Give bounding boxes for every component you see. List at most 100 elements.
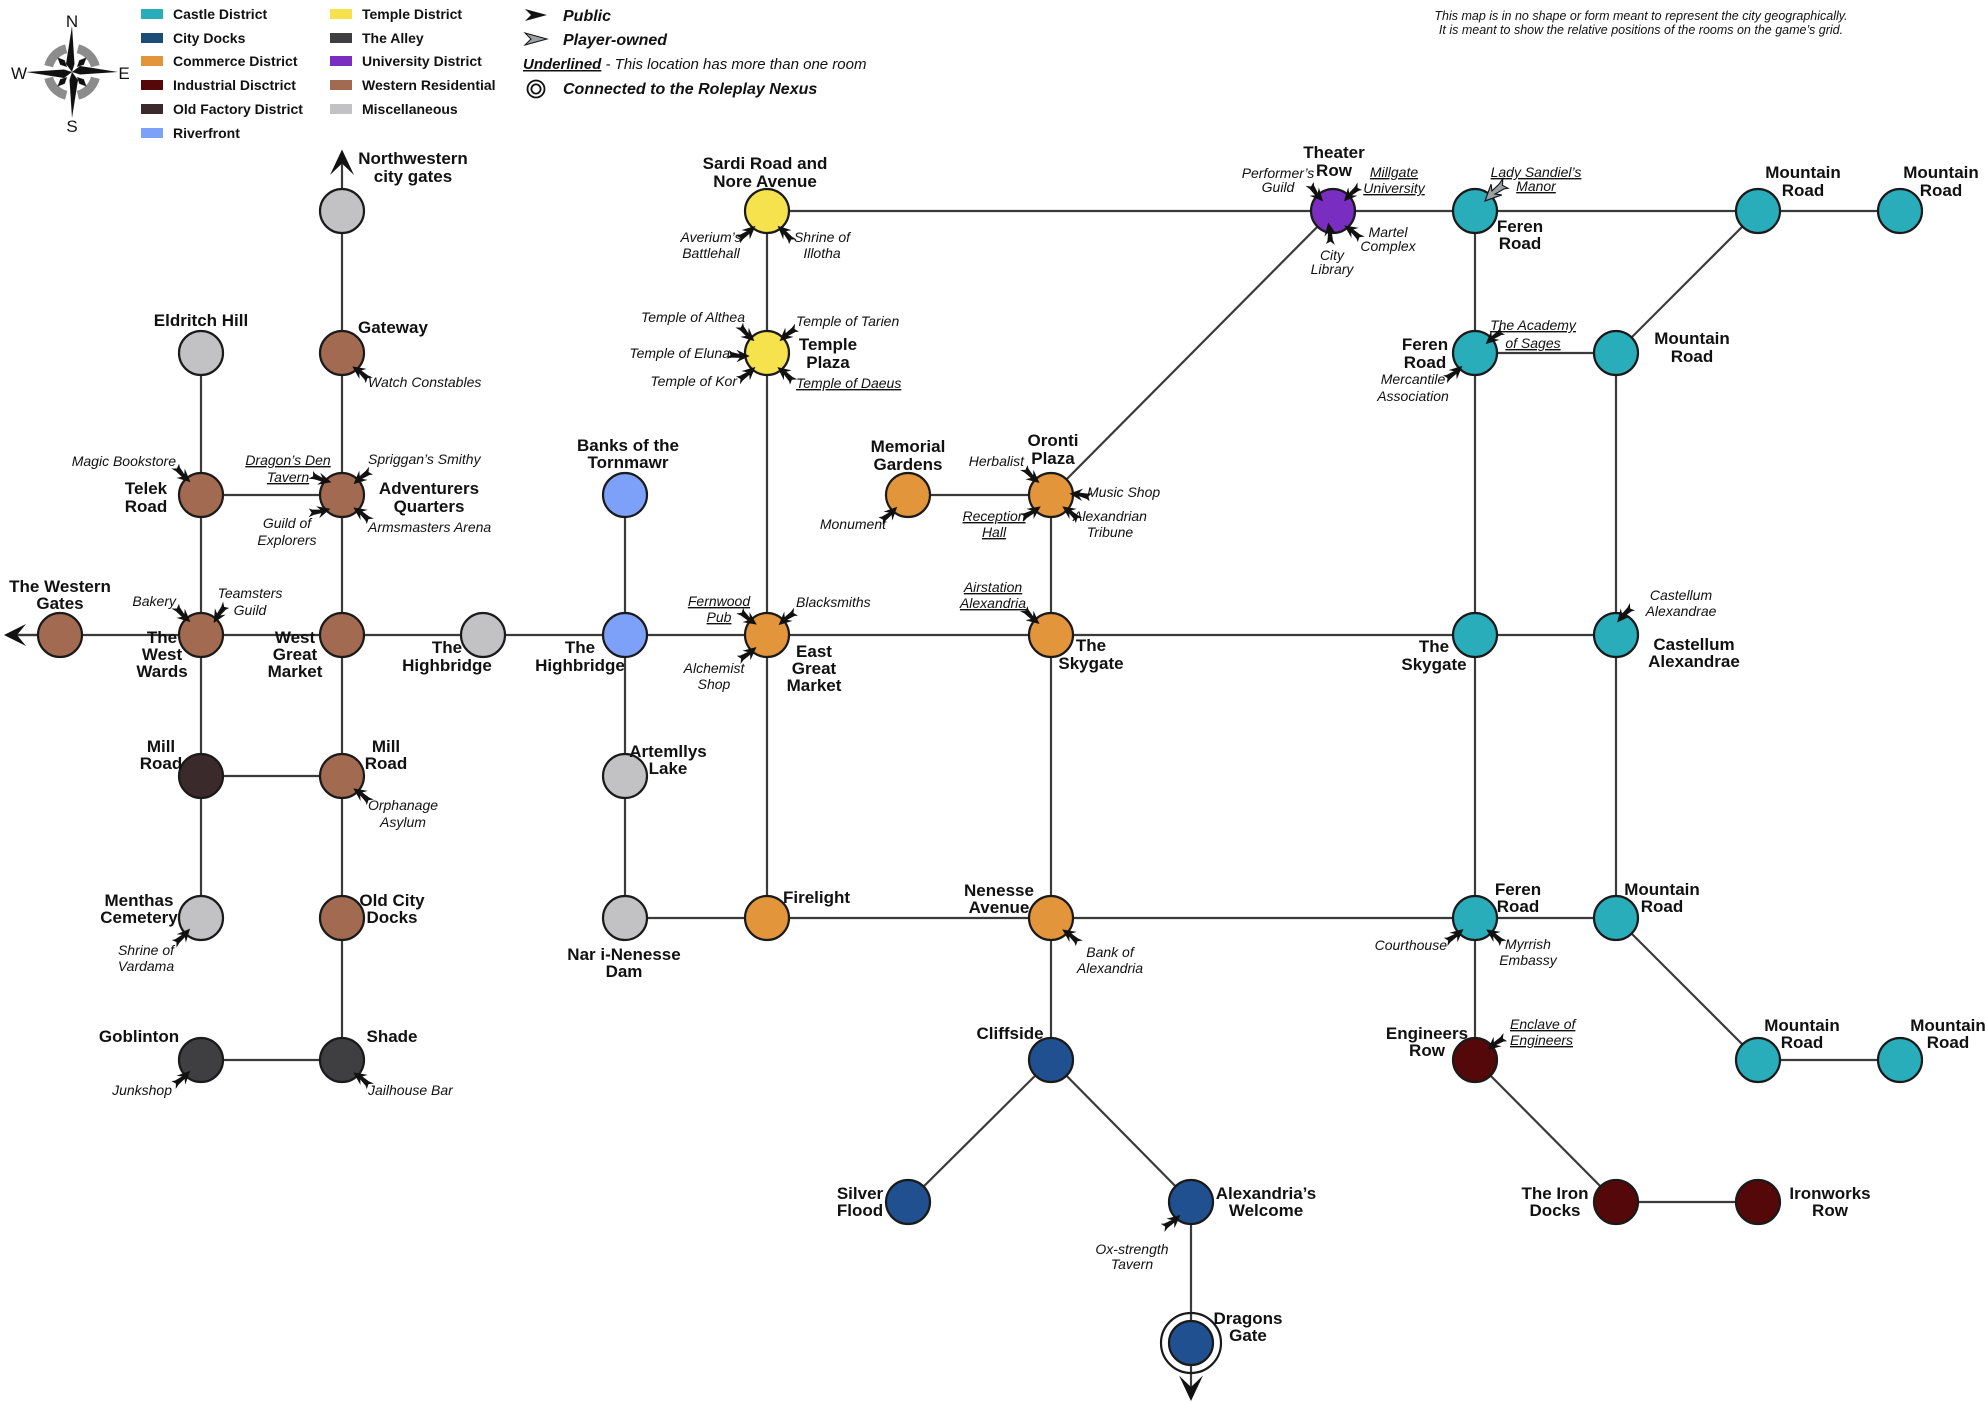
- svg-text:The Iron: The Iron: [1521, 1184, 1588, 1203]
- svg-text:Road: Road: [1499, 234, 1542, 253]
- svg-text:E: E: [118, 64, 129, 83]
- svg-text:Sardi Road and: Sardi Road and: [703, 154, 828, 173]
- svg-text:Ox-strength: Ox-strength: [1095, 1241, 1168, 1257]
- svg-text:Highbridge: Highbridge: [402, 656, 492, 675]
- svg-text:Road: Road: [365, 754, 408, 773]
- svg-text:Menthas: Menthas: [105, 891, 174, 910]
- svg-text:Mountain: Mountain: [1910, 1016, 1985, 1035]
- svg-text:Temple of Daeus: Temple of Daeus: [796, 375, 901, 391]
- svg-text:Gates: Gates: [36, 594, 83, 613]
- svg-text:Road: Road: [1641, 897, 1684, 916]
- svg-text:Old City: Old City: [359, 891, 425, 910]
- svg-text:Shade: Shade: [366, 1027, 417, 1046]
- svg-text:Asylum: Asylum: [379, 814, 426, 830]
- svg-text:of Sages: of Sages: [1505, 335, 1560, 351]
- svg-text:Engineers: Engineers: [1386, 1024, 1468, 1043]
- svg-text:Blacksmiths: Blacksmiths: [796, 594, 871, 610]
- svg-text:The Western: The Western: [9, 577, 111, 596]
- svg-text:Gateway: Gateway: [358, 318, 428, 337]
- svg-text:Road: Road: [1404, 353, 1447, 372]
- svg-text:Wards: Wards: [136, 662, 187, 681]
- svg-text:Gardens: Gardens: [874, 455, 943, 474]
- svg-text:University District: University District: [362, 53, 482, 69]
- svg-text:Nore Avenue: Nore Avenue: [713, 172, 817, 191]
- svg-text:Martel: Martel: [1369, 224, 1409, 240]
- svg-text:Underlined - This location has: Underlined - This location has more than…: [523, 56, 866, 73]
- svg-text:Mountain: Mountain: [1764, 1016, 1840, 1035]
- svg-text:Silver: Silver: [837, 1184, 884, 1203]
- svg-text:Monument: Monument: [820, 516, 887, 532]
- svg-text:Temple of Kor: Temple of Kor: [650, 373, 738, 389]
- svg-text:Music Shop: Music Shop: [1087, 484, 1160, 500]
- svg-text:Alexandria’s: Alexandria’s: [1216, 1184, 1316, 1203]
- svg-text:Spriggan’s Smithy: Spriggan’s Smithy: [368, 451, 482, 467]
- svg-text:Commerce District: Commerce District: [173, 53, 298, 69]
- svg-text:Highbridge: Highbridge: [535, 656, 625, 675]
- svg-text:Northwestern: Northwestern: [358, 149, 468, 168]
- svg-text:Feren: Feren: [1497, 217, 1543, 236]
- svg-text:Averium’s: Averium’s: [680, 229, 742, 245]
- svg-text:Market: Market: [787, 676, 842, 695]
- svg-text:Dragon’s Den: Dragon’s Den: [245, 452, 331, 468]
- svg-text:Tavern: Tavern: [267, 469, 310, 485]
- svg-text:Telek: Telek: [125, 479, 168, 498]
- svg-text:Great: Great: [273, 645, 318, 664]
- svg-text:The: The: [1419, 637, 1449, 656]
- svg-text:Road: Road: [1781, 1033, 1824, 1052]
- svg-text:Dragons: Dragons: [1214, 1309, 1283, 1328]
- svg-text:This map is in no shape or for: This map is in no shape or form meant to…: [1434, 9, 1847, 23]
- svg-text:Temple District: Temple District: [362, 6, 462, 22]
- svg-text:Eldritch Hill: Eldritch Hill: [154, 311, 248, 330]
- svg-text:The Alley: The Alley: [362, 30, 424, 46]
- svg-text:Teamsters: Teamsters: [218, 585, 283, 601]
- svg-text:Road: Road: [1920, 181, 1963, 200]
- svg-text:Engineers: Engineers: [1510, 1032, 1573, 1048]
- svg-text:Castellum: Castellum: [1653, 635, 1734, 654]
- svg-text:Millgate: Millgate: [1370, 164, 1418, 180]
- svg-text:Complex: Complex: [1360, 238, 1416, 254]
- svg-text:Theater: Theater: [1303, 143, 1365, 162]
- svg-text:Flood: Flood: [837, 1201, 883, 1220]
- svg-text:Lady Sandiel’s: Lady Sandiel’s: [1491, 164, 1582, 180]
- svg-text:Shrine of: Shrine of: [794, 229, 852, 245]
- svg-text:Jailhouse Bar: Jailhouse Bar: [367, 1082, 454, 1098]
- svg-text:Road: Road: [1927, 1033, 1970, 1052]
- svg-text:Cliffside: Cliffside: [976, 1024, 1043, 1043]
- svg-text:Airstation: Airstation: [963, 579, 1023, 595]
- svg-text:Alexandria: Alexandria: [959, 595, 1026, 611]
- svg-text:Banks of the: Banks of the: [577, 436, 679, 455]
- svg-text:Plaza: Plaza: [1031, 449, 1075, 468]
- svg-text:The: The: [1076, 636, 1106, 655]
- svg-text:Armsmasters Arena: Armsmasters Arena: [367, 519, 491, 535]
- svg-text:West: West: [142, 645, 183, 664]
- svg-text:City: City: [1320, 247, 1345, 263]
- svg-text:Temple of Althea: Temple of Althea: [641, 309, 745, 325]
- svg-text:Riverfront: Riverfront: [173, 125, 240, 141]
- svg-text:Skygate: Skygate: [1058, 654, 1123, 673]
- svg-text:Junkshop: Junkshop: [111, 1082, 172, 1098]
- svg-text:Temple: Temple: [799, 335, 857, 354]
- svg-text:Tornmawr: Tornmawr: [588, 453, 669, 472]
- svg-text:Guild: Guild: [234, 602, 268, 618]
- svg-text:Hall: Hall: [982, 524, 1007, 540]
- svg-text:Great: Great: [792, 659, 837, 678]
- svg-text:Road: Road: [1782, 181, 1825, 200]
- svg-text:Memorial: Memorial: [871, 437, 946, 456]
- svg-text:The: The: [565, 638, 595, 657]
- svg-text:Lake: Lake: [649, 759, 688, 778]
- svg-text:Row: Row: [1316, 161, 1353, 180]
- svg-text:City Docks: City Docks: [173, 30, 246, 46]
- svg-text:Alchemist: Alchemist: [683, 660, 746, 676]
- svg-text:city gates: city gates: [374, 167, 452, 186]
- svg-text:East: East: [796, 642, 832, 661]
- svg-text:Alexandrae: Alexandrae: [1645, 603, 1717, 619]
- svg-text:Road: Road: [140, 754, 183, 773]
- svg-text:Ironworks: Ironworks: [1789, 1184, 1870, 1203]
- svg-text:Association: Association: [1376, 388, 1449, 404]
- svg-text:Dam: Dam: [606, 962, 643, 981]
- svg-text:The Academy: The Academy: [1490, 317, 1577, 333]
- svg-text:N: N: [66, 12, 78, 31]
- svg-text:Nenesse: Nenesse: [964, 881, 1034, 900]
- svg-text:It is meant to show the relati: It is meant to show the relative positio…: [1439, 23, 1843, 37]
- svg-text:Skygate: Skygate: [1401, 655, 1466, 674]
